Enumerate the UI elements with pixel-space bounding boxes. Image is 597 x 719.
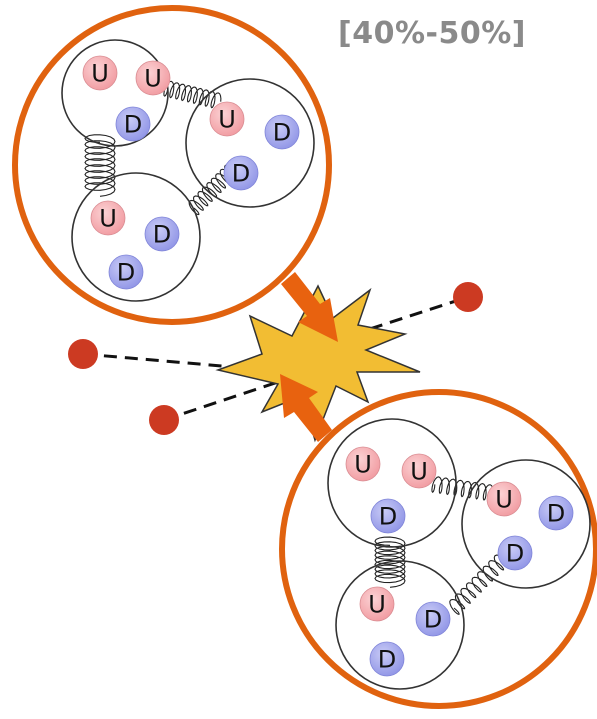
particles bbox=[68, 282, 483, 435]
quark-icon: D bbox=[369, 641, 405, 677]
quark-icon: U bbox=[135, 60, 171, 96]
gluon-spring-icon bbox=[431, 476, 502, 502]
gluon-spring-icon bbox=[84, 134, 116, 197]
particle-icon bbox=[149, 405, 179, 435]
up-quark-label: U bbox=[144, 65, 162, 93]
quark-icon: D bbox=[223, 155, 259, 191]
track-lower-left bbox=[163, 376, 291, 422]
up-quark-label: U bbox=[218, 106, 236, 134]
nucleon-outline bbox=[185, 78, 315, 208]
down-quark-label: D bbox=[273, 119, 291, 147]
gluon-spring-icon bbox=[449, 554, 505, 615]
quark-icon: D bbox=[264, 114, 300, 150]
arrow-from-upper-nucleus bbox=[281, 272, 338, 342]
quark-icon: U bbox=[401, 453, 437, 489]
nucleon: UDD bbox=[71, 172, 201, 302]
up-quark-label: U bbox=[91, 60, 109, 88]
quark-icon: U bbox=[82, 55, 118, 91]
quark-icon: D bbox=[497, 535, 533, 571]
nucleon: UDD bbox=[335, 560, 465, 690]
quark-icon: D bbox=[538, 495, 574, 531]
quark-icon: D bbox=[144, 216, 180, 252]
nucleon-outline bbox=[461, 459, 591, 589]
up-quark-label: U bbox=[495, 486, 513, 514]
down-quark-label: D bbox=[547, 500, 565, 528]
quark-icon: U bbox=[486, 481, 522, 517]
up-quark-label: U bbox=[99, 205, 117, 233]
nucleon: U UD bbox=[327, 418, 457, 548]
nucleon-outline bbox=[335, 560, 465, 690]
up-quark-label: U bbox=[368, 591, 386, 619]
nucleus-ring bbox=[12, 5, 332, 325]
quark-icon: U bbox=[209, 101, 245, 137]
nucleon: U UD bbox=[61, 39, 171, 147]
arrow-from-lower-nucleus bbox=[280, 374, 332, 442]
quark-icon: D bbox=[108, 254, 144, 290]
quark-icon: U bbox=[90, 200, 126, 236]
nucleon-outline bbox=[61, 39, 169, 147]
particle-icon bbox=[68, 339, 98, 369]
up-quark-label: U bbox=[410, 458, 428, 486]
down-quark-label: D bbox=[506, 540, 524, 568]
quark-icon: D bbox=[415, 601, 451, 637]
quark-icon: U bbox=[345, 446, 381, 482]
down-quark-label: D bbox=[153, 221, 171, 249]
quark-icon: D bbox=[370, 498, 406, 534]
down-quark-label: D bbox=[117, 259, 135, 287]
nucleon-outline bbox=[71, 172, 201, 302]
up-quark-label: U bbox=[354, 451, 372, 479]
nucleon-outline bbox=[327, 418, 457, 548]
gluon-spring-icon bbox=[374, 536, 406, 588]
down-quark-label: D bbox=[124, 111, 142, 139]
particle-icon bbox=[453, 282, 483, 312]
impact-arrows bbox=[280, 272, 338, 442]
collision-burst-icon bbox=[215, 284, 421, 443]
down-quark-label: D bbox=[378, 646, 396, 674]
quark-icon: U bbox=[359, 586, 395, 622]
gluon-spring-icon bbox=[163, 80, 222, 109]
down-quark-label: D bbox=[424, 606, 442, 634]
down-quark-label: D bbox=[379, 503, 397, 531]
range-label: [40%-50%] bbox=[338, 16, 526, 51]
quark-icon: D bbox=[115, 106, 151, 142]
down-quark-label: D bbox=[232, 160, 250, 188]
